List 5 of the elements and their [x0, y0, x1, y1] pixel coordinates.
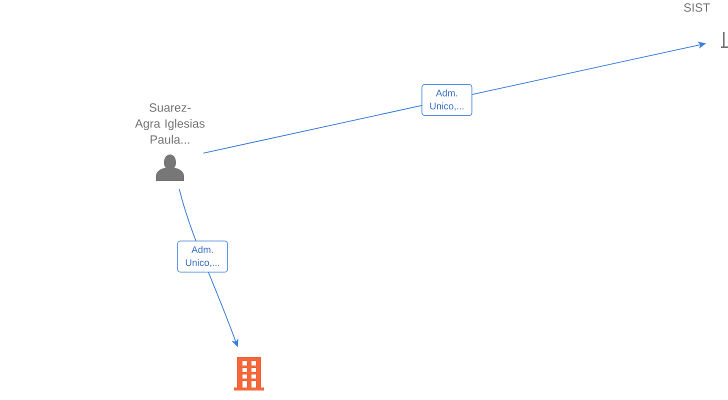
node-label: Suarez- Agra Iglesias Paula... [135, 103, 205, 144]
node-label: SIST [684, 3, 710, 12]
building-icon [234, 357, 264, 390]
edge-label: Adm. Unico,... [177, 240, 228, 272]
edge-label: Adm. Unico,... [422, 84, 472, 116]
